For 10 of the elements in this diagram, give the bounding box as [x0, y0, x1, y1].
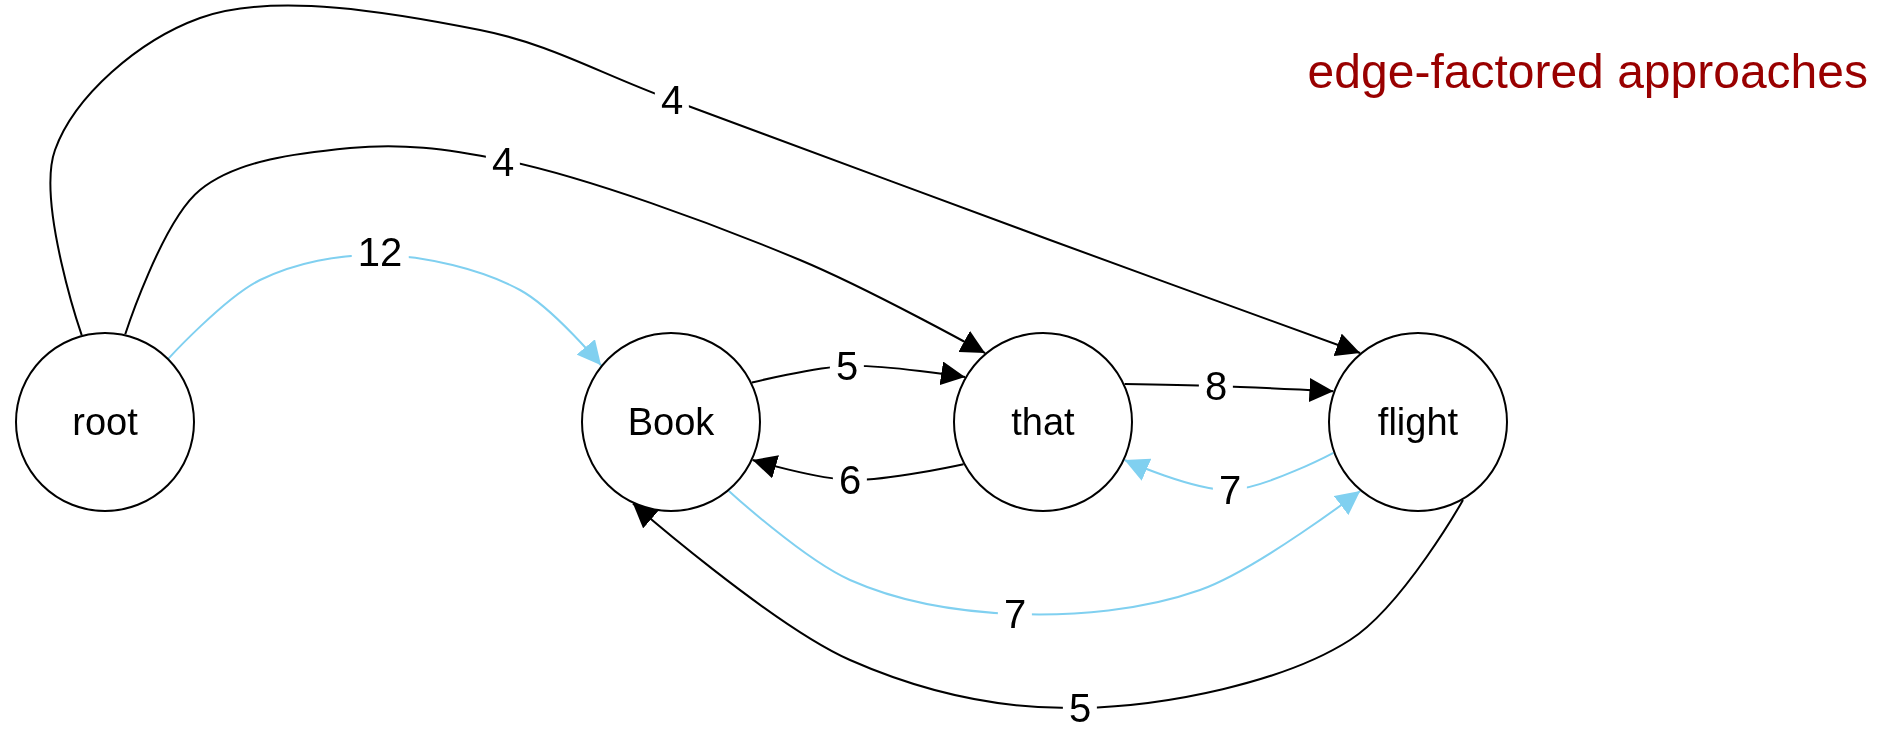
arrow — [727, 489, 1362, 616]
node-label: root — [72, 400, 138, 444]
node-label: that — [1011, 400, 1075, 444]
arrow — [631, 498, 1464, 709]
node-label: Book — [627, 400, 715, 444]
arrow — [49, 4, 1362, 357]
arrow — [124, 145, 987, 355]
title: edge-factored approaches — [1307, 44, 1868, 99]
node-label: flight — [1377, 400, 1459, 444]
arrow — [167, 254, 603, 367]
